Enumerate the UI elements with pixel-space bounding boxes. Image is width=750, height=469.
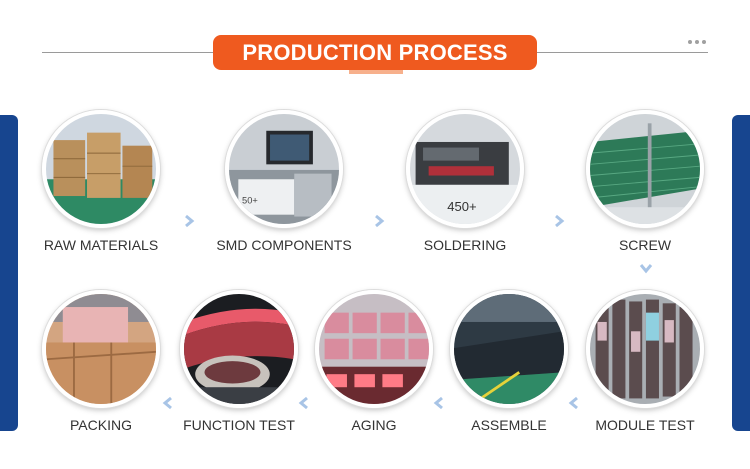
chevron-left-icon (433, 396, 445, 410)
assembly-floor-photo (450, 290, 568, 408)
boxes-warehouse-photo (42, 110, 160, 228)
right-side-bar (732, 115, 750, 431)
chevron-left-icon (568, 396, 580, 410)
aging-rack-photo (315, 290, 433, 408)
curved-screen-photo (180, 290, 298, 408)
step-label: AGING (351, 417, 397, 433)
step-label: MODULE TEST (595, 417, 695, 433)
wooden-crates-photo (42, 290, 160, 408)
svg-text:450+: 450+ (447, 199, 476, 214)
chevron-arrow-icon (553, 214, 565, 228)
chevron-left-icon (162, 396, 174, 410)
title-tab-decoration (349, 70, 403, 74)
step-label: SOLDERING (423, 237, 507, 253)
step-label: ASSEMBLE (471, 417, 547, 433)
left-side-bar (0, 115, 18, 431)
module-rack-photo (586, 290, 704, 408)
more-dots-icon (688, 40, 710, 46)
header-rule-right (534, 52, 708, 53)
page-title: PRODUCTION PROCESS (213, 35, 537, 70)
chevron-arrow-icon (373, 214, 385, 228)
chevron-down-icon (639, 262, 653, 274)
led-board-photo (586, 110, 704, 228)
header-rule-left (42, 52, 218, 53)
step-label: PACKING (70, 417, 132, 433)
step-label: FUNCTION TEST (183, 417, 295, 433)
step-label: SCREW (618, 237, 672, 253)
step-label: RAW MATERIALS (43, 237, 159, 253)
smt-machine-photo: 50+ (225, 110, 343, 228)
chevron-left-icon (298, 396, 310, 410)
svg-text:50+: 50+ (242, 195, 258, 205)
chevron-arrow-icon (183, 214, 195, 228)
step-label: SMD COMPONENTS (216, 237, 352, 253)
soldering-machine-photo: 450+ (406, 110, 524, 228)
